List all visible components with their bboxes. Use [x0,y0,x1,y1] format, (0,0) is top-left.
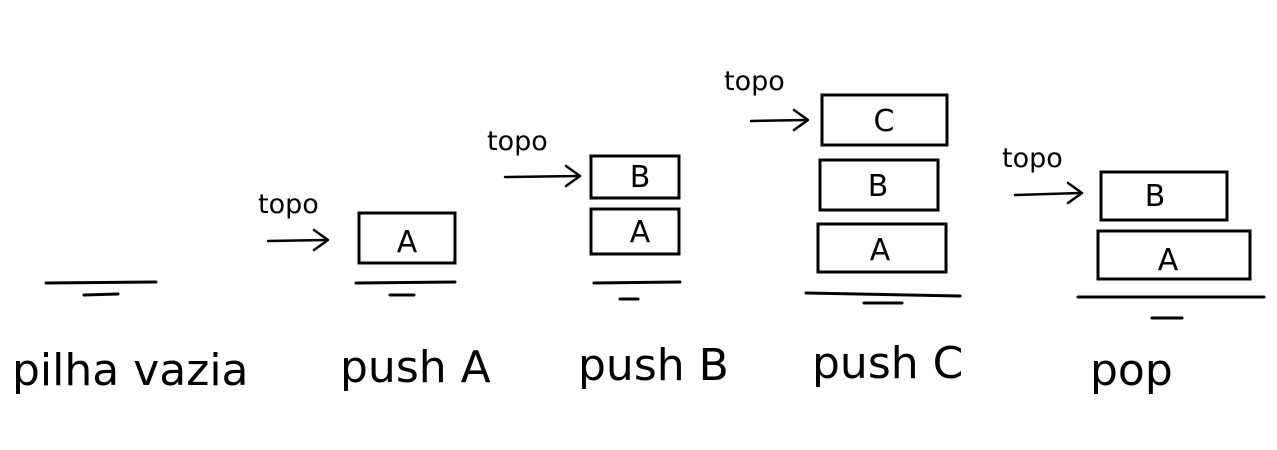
state-push-c: topo C B A push C [724,66,963,389]
stack-box: B [1099,170,1229,222]
top-pointer-arrow [1013,181,1084,205]
topo-label: topo [487,126,548,157]
stack-base-line [804,291,962,298]
caption-push-c: push C [812,338,963,389]
top-pointer-arrow [503,164,582,188]
top-pointer-arrow [749,108,810,132]
stack-box: B [589,154,681,200]
caption-push-b: push B [578,340,729,391]
stack-box: A [589,207,681,256]
stack-base-line [354,280,457,285]
caption-pop: pop [1090,345,1173,396]
stack-box-label: B [630,160,651,195]
stack-box-label: A [397,225,418,260]
stack-box: A [357,211,457,265]
stack-box-label: A [870,233,891,268]
stack-box: C [820,93,949,147]
topo-label: topo [258,189,319,220]
state-pop: topo B A pop [1002,143,1266,396]
stack-box-label: A [630,215,651,250]
stack-box-label: B [1145,179,1166,214]
stack-box-label: B [868,169,889,204]
stack-box: A [816,222,948,274]
caption-push-a: push A [340,342,491,393]
topo-label: topo [1002,143,1063,174]
stack-box: B [818,158,940,212]
topo-label: topo [724,66,785,97]
stack-base-tick [82,292,120,297]
top-pointer-arrow [266,228,330,252]
state-empty-stack: pilha vazia [12,280,249,396]
state-push-a: topo A push A [258,189,491,393]
state-push-b: topo B A push B [487,126,729,391]
stack-base-line [44,280,158,285]
stack-box: A [1096,229,1252,281]
stack-base-line [592,280,682,285]
stack-box-label: A [1158,243,1179,278]
stack-box-label: C [874,104,895,139]
caption-empty-stack: pilha vazia [12,345,249,396]
